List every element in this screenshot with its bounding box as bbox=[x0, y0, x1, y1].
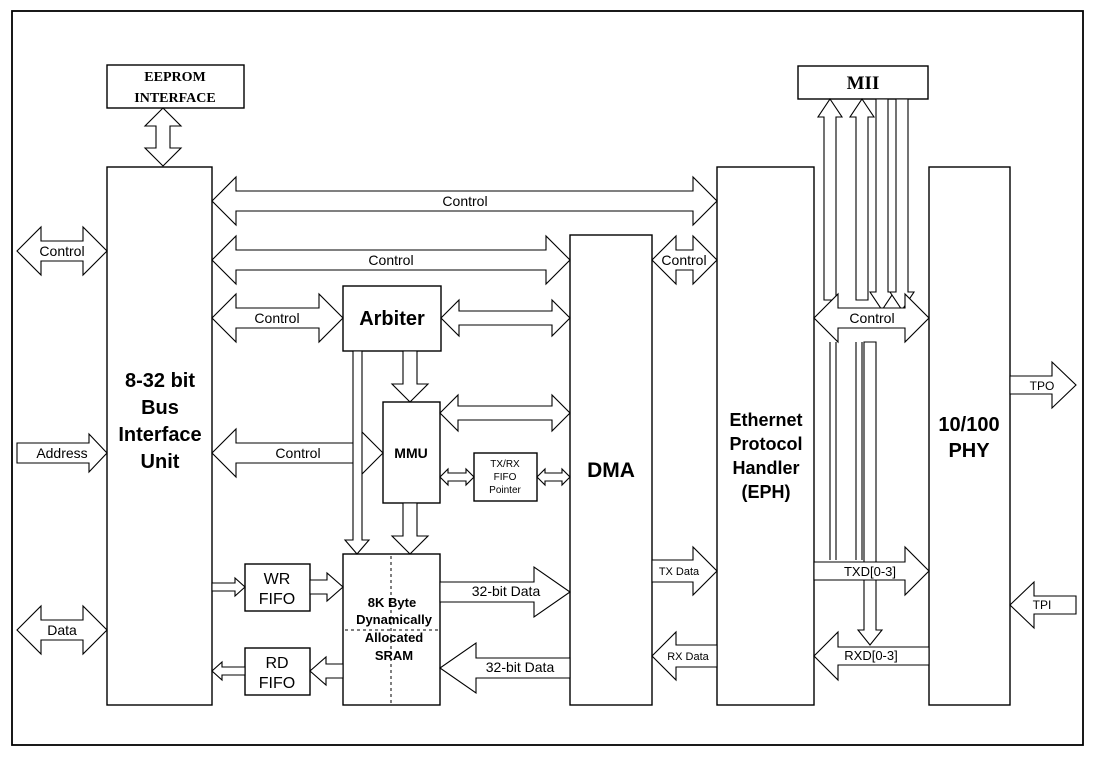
biu-label-line3: Interface bbox=[118, 424, 201, 446]
dma-eph-control-label: Control bbox=[661, 252, 706, 268]
biu-arbiter-control-label: Control bbox=[254, 310, 299, 326]
fifo-pointer-dma-arrow bbox=[536, 467, 571, 487]
eph-phy-control-label: Control bbox=[849, 310, 894, 326]
wrfifo-sram-arrow bbox=[309, 571, 344, 603]
ext-address-arrow bbox=[16, 432, 108, 474]
mii-label: MII bbox=[847, 73, 880, 94]
arbiter-mmu-arrow bbox=[390, 350, 430, 403]
eeprom-interface-block: EEPROM INTERFACE bbox=[106, 64, 245, 109]
fifo-pointer-line3: Pointer bbox=[489, 485, 521, 496]
dma-label: DMA bbox=[587, 459, 635, 482]
rxd-label: RXD[0-3] bbox=[844, 648, 897, 663]
phy-line1: 10/100 bbox=[938, 414, 999, 436]
fifo-pointer-line1: TX/RX bbox=[490, 459, 520, 470]
sram-dma-data-label: 32-bit Data bbox=[472, 583, 541, 599]
ext-address-label: Address bbox=[36, 445, 87, 461]
arbiter-label: Arbiter bbox=[359, 308, 425, 330]
sram-block: 8K Byte Dynamically Allocated SRAM bbox=[342, 553, 441, 706]
eph-block: Ethernet Protocol Handler (EPH) bbox=[716, 166, 815, 706]
tpo-label: TPO bbox=[1030, 379, 1055, 393]
diagram-frame bbox=[11, 10, 1084, 746]
biu-mmu-control-label: Control bbox=[275, 445, 320, 461]
biu-dma-control-arrow bbox=[211, 234, 571, 286]
phy-line2: PHY bbox=[948, 440, 990, 462]
rdfifo-biu-arrow bbox=[211, 660, 246, 682]
rxd-arrow bbox=[813, 630, 930, 682]
txd-label: TXD[0-3] bbox=[844, 564, 896, 579]
biu-eph-control-label: Control bbox=[442, 193, 487, 209]
biu-label-line1: 8-32 bit bbox=[125, 370, 195, 392]
sram-rdfifo-arrow bbox=[309, 655, 344, 687]
ext-data-arrow bbox=[16, 604, 108, 656]
sram-line3: Allocated bbox=[365, 630, 424, 645]
biu-dma-control-label: Control bbox=[368, 252, 413, 268]
sram-line4: SRAM bbox=[375, 648, 413, 663]
mmu-dma-arrow bbox=[439, 393, 571, 433]
biu-mmu-control-arrow bbox=[211, 427, 384, 479]
eph-line2: Protocol bbox=[729, 434, 802, 454]
ext-control-arrow bbox=[16, 225, 108, 277]
wr-fifo-line1: WR bbox=[264, 571, 291, 588]
biu-label-line4: Unit bbox=[141, 451, 180, 473]
wr-fifo-block: WR FIFO bbox=[244, 563, 311, 612]
eeprom-biu-arrow bbox=[143, 107, 183, 167]
eph-line3: Handler bbox=[732, 458, 799, 478]
tx-data-arrow bbox=[651, 545, 718, 597]
tx-data-label: TX Data bbox=[659, 566, 700, 578]
bus-interface-unit-block: 8-32 bit Bus Interface Unit bbox=[106, 166, 213, 706]
eph-line1: Ethernet bbox=[729, 410, 802, 430]
arbiter-dma-arrow bbox=[440, 298, 571, 338]
fifo-pointer-line2: FIFO bbox=[494, 472, 517, 483]
ext-data-label: Data bbox=[47, 622, 77, 638]
tpo-arrow bbox=[1009, 360, 1077, 410]
sram-dma-data-arrow bbox=[439, 565, 571, 619]
rx-data-label: RX Data bbox=[667, 651, 709, 663]
mmu-label: MMU bbox=[394, 445, 427, 461]
mmu-fifo-pointer-arrow bbox=[439, 467, 475, 487]
rd-fifo-line1: RD bbox=[265, 655, 288, 672]
dma-sram-data-label: 32-bit Data bbox=[486, 659, 555, 675]
sram-line1: 8K Byte bbox=[368, 595, 416, 610]
eeprom-label-line2: INTERFACE bbox=[134, 91, 215, 106]
txd-arrow bbox=[813, 545, 930, 597]
wr-fifo-line2: FIFO bbox=[259, 591, 295, 608]
rd-fifo-block: RD FIFO bbox=[244, 647, 311, 696]
rx-data-arrow bbox=[651, 630, 718, 682]
dma-sram-data-arrow bbox=[439, 641, 571, 695]
biu-label-line2: Bus bbox=[141, 397, 179, 419]
arbiter-sram-arrow bbox=[343, 350, 371, 555]
mii-up-arrow-2 bbox=[848, 98, 876, 301]
dma-block: DMA bbox=[569, 234, 653, 706]
mii-down-arrow-2 bbox=[888, 98, 916, 311]
tpi-label: TPI bbox=[1033, 598, 1052, 612]
eph-phy-control-arrow bbox=[813, 292, 930, 344]
biu-eph-control-arrow bbox=[211, 175, 718, 227]
mii-down-arrow-1 bbox=[868, 98, 896, 311]
mii-up-arrow-1 bbox=[816, 98, 844, 301]
sram-line2: Dynamically bbox=[356, 612, 433, 627]
rd-fifo-line2: FIFO bbox=[259, 675, 295, 692]
ext-control-label: Control bbox=[39, 243, 84, 259]
fifo-pointer-block: TX/RX FIFO Pointer bbox=[473, 452, 538, 502]
mii-block: MII bbox=[797, 65, 929, 100]
eph-line4: (EPH) bbox=[742, 482, 791, 502]
phy-block: 10/100 PHY bbox=[928, 166, 1011, 706]
biu-arbiter-control-arrow bbox=[211, 292, 344, 344]
mmu-sram-arrow bbox=[390, 502, 430, 555]
eeprom-label-line1: EEPROM bbox=[144, 70, 205, 85]
tpi-arrow bbox=[1009, 580, 1077, 630]
mmu-block: MMU bbox=[382, 401, 441, 504]
dma-eph-control-arrow bbox=[651, 234, 718, 286]
biu-wrfifo-arrow bbox=[211, 576, 246, 598]
arbiter-block: Arbiter bbox=[342, 285, 442, 352]
